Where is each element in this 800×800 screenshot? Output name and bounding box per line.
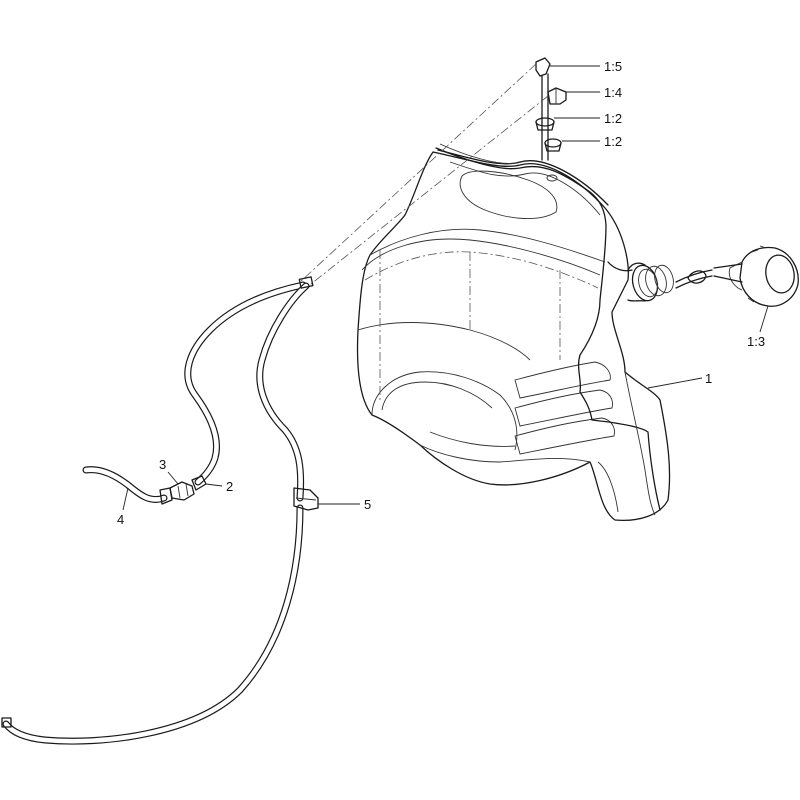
callout-label: 1:5 xyxy=(604,59,622,74)
callout-label: 1:2 xyxy=(604,134,622,149)
callout-label: 3 xyxy=(159,457,166,472)
tank-vent-port xyxy=(546,174,558,182)
callout-1: 1 xyxy=(647,371,712,389)
callout-1-2a: 1:2 xyxy=(554,111,622,126)
grommet-1-2a xyxy=(535,117,555,131)
callout-1-5: 1:5 xyxy=(550,59,622,74)
callout-5: 5 xyxy=(318,497,371,512)
vent-fitting-1-5 xyxy=(535,57,551,161)
vent-elbow-1-4 xyxy=(547,87,567,105)
callout-label: 2 xyxy=(226,479,233,494)
callout-1-2b: 1:2 xyxy=(562,134,622,149)
callout-1-3: 1:3 xyxy=(747,305,769,349)
hose-4 xyxy=(82,466,173,505)
callout-4: 4 xyxy=(117,487,129,527)
hose-end-bottom xyxy=(1,717,12,728)
callout-3: 3 xyxy=(159,457,179,485)
hose-clamp-5 xyxy=(293,487,319,511)
callout-label: 1:4 xyxy=(604,85,622,100)
callout-label: 5 xyxy=(364,497,371,512)
check-valve-3 xyxy=(169,481,195,501)
callout-1-4: 1:4 xyxy=(566,85,622,100)
grommet-1-2b xyxy=(544,138,562,152)
callout-label: 1 xyxy=(705,371,712,386)
callout-label: 1:3 xyxy=(747,334,765,349)
callout-2: 2 xyxy=(205,479,233,494)
callout-label: 4 xyxy=(117,512,124,527)
wire-harness xyxy=(435,147,661,511)
fuel-tank xyxy=(356,149,671,521)
callout-label: 1:2 xyxy=(604,111,622,126)
cap-tether xyxy=(675,269,713,289)
fuel-cap xyxy=(713,245,799,307)
vent-hose xyxy=(184,281,307,486)
hose-end-top xyxy=(298,276,314,289)
drain-hose xyxy=(2,504,304,745)
vent-hose-long xyxy=(256,282,310,502)
filler-neck xyxy=(627,262,674,302)
